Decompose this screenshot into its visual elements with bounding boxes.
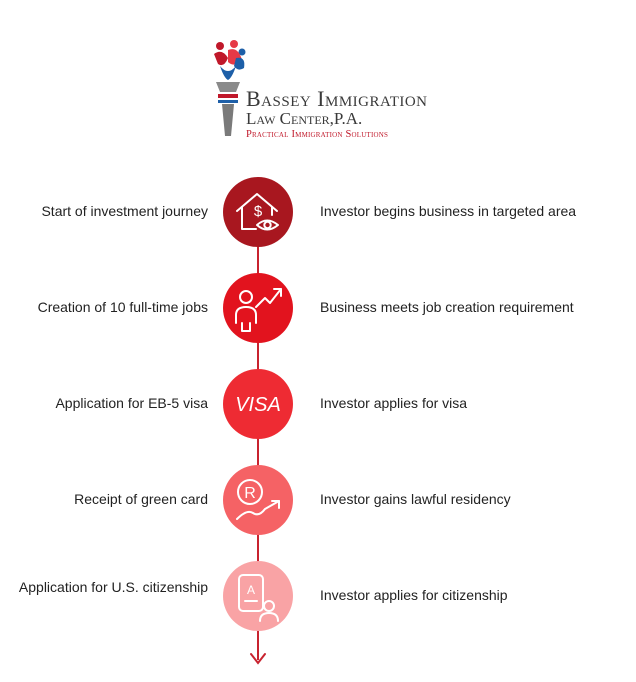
- svg-text:R: R: [244, 485, 256, 502]
- arrow-down-icon: [250, 653, 266, 665]
- step-description-label: Investor applies for visa: [320, 395, 468, 411]
- step-description-label: Investor gains lawful residency: [320, 491, 511, 507]
- step-milestone-label: Receipt of green card: [74, 491, 208, 507]
- timeline-line: [257, 245, 259, 660]
- timeline-step: Start of investment journey $ Investor b…: [0, 177, 636, 247]
- step-description-label: Investor begins business in targeted are…: [320, 203, 577, 219]
- step-circle: $: [223, 177, 293, 247]
- visa-icon-text: VISA: [235, 394, 281, 416]
- step-description-label: Investor applies for citizenship: [320, 587, 508, 603]
- house-dollar-eye-icon: $: [236, 193, 279, 231]
- svg-text:A: A: [247, 583, 255, 597]
- step-circle: A: [223, 561, 293, 631]
- id-card-person-icon: A: [238, 574, 279, 622]
- person-growth-icon: [235, 288, 282, 332]
- logo: Bassey Immigration Law Center,P.A. Pract…: [208, 38, 498, 142]
- step-milestone-label: Start of investment journey: [41, 203, 208, 219]
- timeline-step: Application for U.S. citizenship A Inves…: [0, 561, 636, 631]
- logo-subtitle: Law Center,P.A.: [246, 109, 363, 128]
- torch-logo-icon: [214, 40, 246, 136]
- step-milestone-label: Application for U.S. citizenship: [18, 579, 208, 595]
- step-circle: VISA: [223, 369, 293, 439]
- timeline-step: Creation of 10 full-time jobs Business m…: [0, 273, 636, 343]
- step-milestone-label: Creation of 10 full-time jobs: [37, 299, 208, 315]
- svg-text:$: $: [254, 203, 263, 220]
- step-circle: [223, 273, 293, 343]
- timeline-step: Receipt of green card R Investor gains l…: [0, 465, 636, 535]
- registered-growth-icon: R: [236, 479, 280, 520]
- step-description-label: Business meets job creation requirement: [320, 299, 574, 315]
- timeline-step: Application for EB-5 visa VISA Investor …: [0, 369, 636, 439]
- visa-icon: VISA: [235, 394, 281, 416]
- step-circle: R: [223, 465, 293, 535]
- logo-tagline: Practical Immigration Solutions: [246, 129, 389, 140]
- logo-title: Bassey Immigration: [246, 86, 428, 111]
- step-milestone-label: Application for EB-5 visa: [55, 395, 208, 411]
